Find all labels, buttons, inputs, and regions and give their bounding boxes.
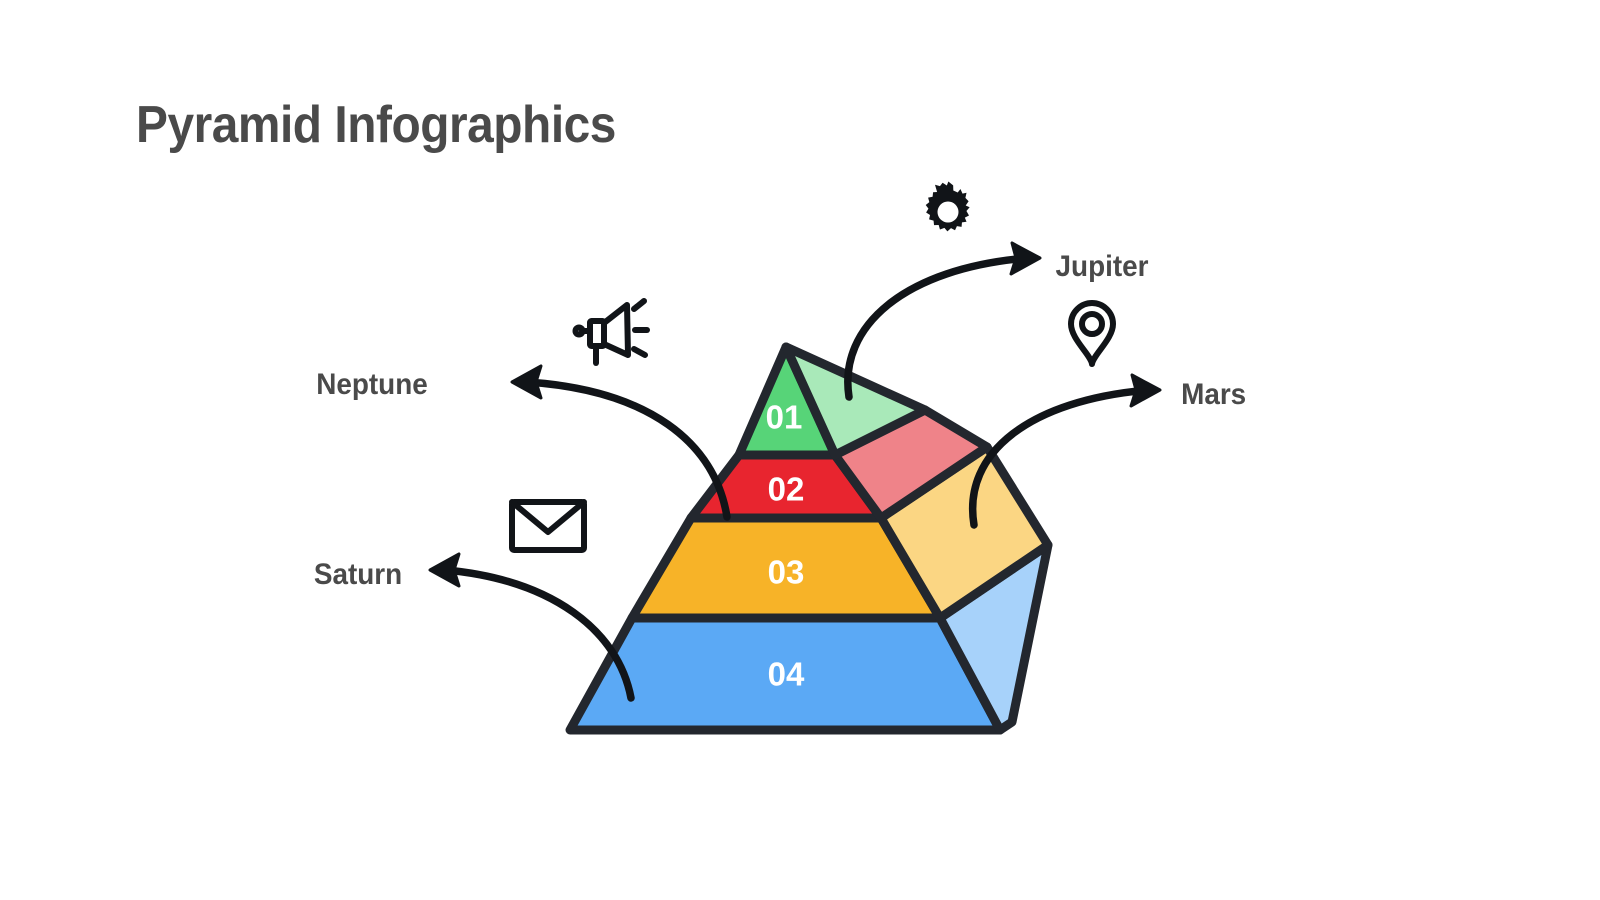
megaphone-body	[587, 318, 607, 349]
megaphone-cone	[601, 302, 631, 358]
callout-saturn-label: Saturn	[314, 558, 402, 591]
map-pin-hole	[1079, 311, 1105, 337]
callout-jupiter[interactable]: Jupiter	[844, 181, 1149, 401]
level-03-number: 03	[768, 554, 805, 591]
page-title: Pyramid Infographics	[136, 96, 616, 154]
jupiter-arrow-head	[1009, 241, 1042, 276]
map-pin-icon	[1068, 300, 1116, 367]
pyramid-level-03[interactable]: 03	[627, 442, 1053, 623]
envelope-body	[509, 499, 587, 553]
mars-arrow-head	[1129, 373, 1162, 408]
saturn-arrow-curve	[442, 566, 635, 702]
mars-arrow-curve	[968, 386, 1152, 529]
gear-center-hole	[937, 201, 959, 223]
envelope-flap	[509, 499, 587, 535]
callout-neptune-label: Neptune	[316, 368, 428, 401]
level-01-number: 01	[766, 399, 803, 436]
callout-saturn[interactable]: Saturn	[314, 499, 635, 702]
neptune-arrow-curve	[523, 378, 731, 521]
envelope-icon	[509, 499, 587, 553]
neptune-arrow-head	[510, 364, 543, 400]
callout-jupiter-label: Jupiter	[1056, 250, 1149, 283]
pyramid-diagram: 04 03 02 01	[565, 342, 1053, 735]
callout-mars-label: Mars	[1181, 378, 1246, 411]
megaphone-sound-line-3	[631, 346, 648, 358]
megaphone-knob-dot	[572, 324, 586, 338]
jupiter-arrow-curve	[844, 254, 1032, 401]
megaphone-sound-line-1	[631, 298, 647, 312]
gear-icon	[925, 181, 970, 232]
megaphone-icon	[572, 298, 650, 366]
level-01-side-face[interactable]	[781, 342, 930, 460]
saturn-arrow-head	[428, 552, 461, 588]
pyramid-level-04[interactable]: 04	[565, 540, 1053, 735]
callout-neptune[interactable]: Neptune	[316, 298, 731, 521]
level-04-number: 04	[768, 656, 805, 693]
pyramid-level-01[interactable]: 01	[734, 342, 930, 460]
level-02-number: 02	[768, 471, 805, 508]
callout-mars[interactable]: Mars	[968, 300, 1247, 529]
